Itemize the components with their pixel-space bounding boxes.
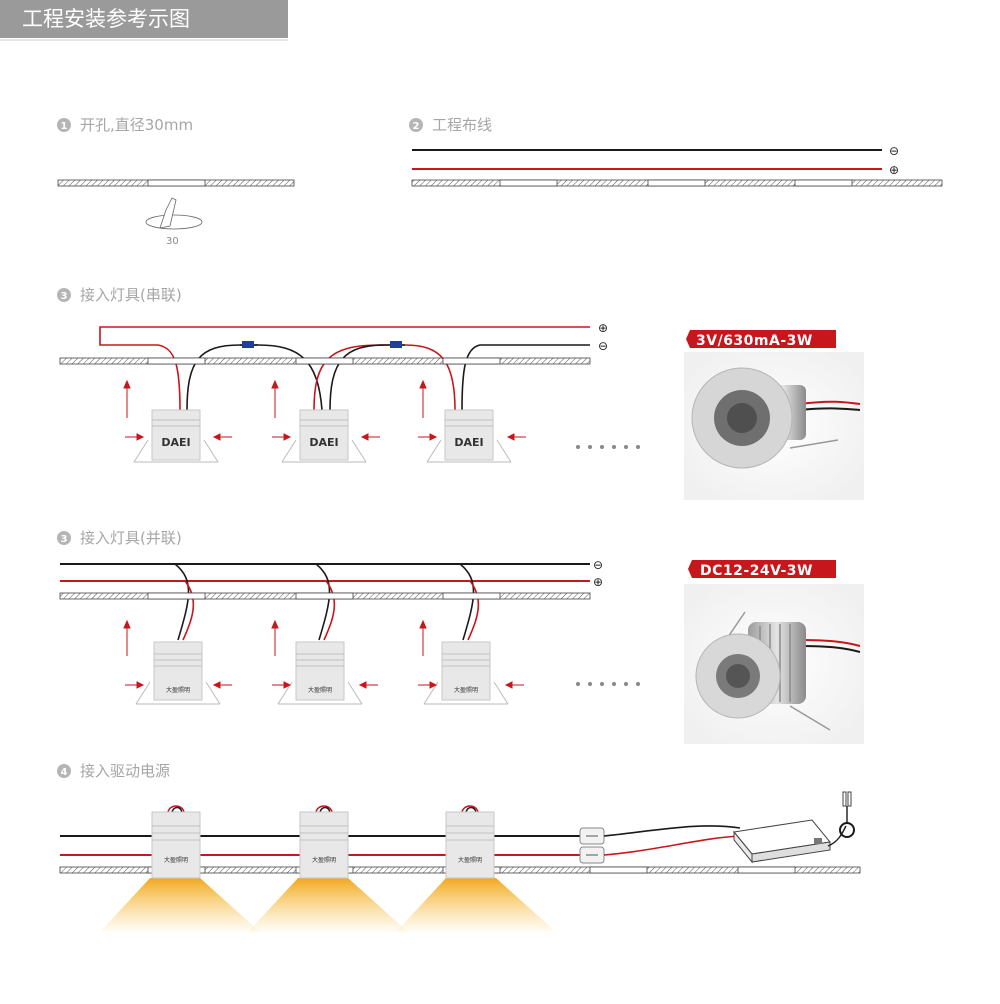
parallel-lamp-2: 大盈照明 — [277, 641, 363, 705]
series-lamp-3-brand: DAEI — [454, 436, 483, 449]
wire-connector-2 — [390, 341, 402, 348]
step-2-minus-sign: ⊖ — [889, 144, 899, 158]
ceiling-board-3a — [59, 357, 591, 365]
step-3b-number-badge — [57, 531, 71, 545]
series-lamp-2-brand: DAEI — [309, 436, 338, 449]
light-beam-1 — [100, 878, 260, 932]
hole-saw-icon — [145, 197, 203, 230]
series-lamp-2: DAEI — [281, 409, 367, 463]
driver-lamp-2-brand: 大盈照明 — [312, 856, 336, 864]
step-4-title: 接入驱动电源 — [80, 762, 170, 780]
spec-badge-series-text: 3V/630mA-3W — [696, 333, 813, 349]
led-driver — [733, 819, 831, 864]
series-wire-positive — [99, 326, 590, 411]
header-title: 工程安装参考示图 — [22, 7, 190, 31]
driver-output-wire-negative — [603, 825, 741, 837]
series-wire-link-2 — [313, 344, 456, 411]
step-2-title: 工程布线 — [432, 116, 492, 134]
spec-badge-series: 3V/630mA-3W — [686, 330, 836, 349]
step-3b-number: 3 — [61, 534, 68, 545]
ceiling-board-2 — [411, 179, 943, 187]
step-4-number-badge — [57, 764, 71, 778]
step-2-number: 2 — [413, 121, 420, 132]
hole-diameter-label: 30 — [166, 236, 179, 247]
product-photo-parallel — [684, 584, 864, 744]
parallel-minus-sign: ⊖ — [593, 558, 603, 572]
header: 工程安装参考示图 — [0, 0, 288, 41]
series-plus-sign: ⊕ — [598, 321, 608, 335]
step-1-number: 1 — [61, 121, 68, 132]
step-3a-number-badge — [57, 288, 71, 302]
parallel-lamp-2-brand: 大盈照明 — [308, 686, 332, 694]
step-1-number-badge — [57, 118, 71, 132]
series-wire-link-2b — [329, 344, 405, 411]
step-1-title: 开孔,直径30mm — [80, 116, 193, 134]
parallel-continue-dots — [576, 682, 640, 686]
series-continue-dots — [576, 445, 640, 449]
step-2-number-badge — [409, 118, 423, 132]
mains-plug — [842, 791, 852, 823]
parallel-lamp-3-brand: 大盈照明 — [454, 686, 478, 694]
step-3b-title: 接入灯具(并联) — [80, 529, 182, 547]
parallel-install-arrows — [123, 619, 524, 689]
series-minus-sign: ⊖ — [598, 339, 608, 353]
ceiling-board-3b — [59, 592, 591, 600]
parallel-lamp-1-brand: 大盈照明 — [166, 686, 190, 694]
series-lamp-1: DAEI — [133, 409, 219, 463]
parallel-plus-sign: ⊕ — [593, 575, 603, 589]
driver-input-wire — [827, 825, 847, 847]
product-photo-series — [684, 352, 864, 500]
step-2: 2 工程布线 ⊖ ⊕ — [409, 116, 943, 187]
step-2-plus-sign: ⊕ — [889, 163, 899, 177]
series-lamp-3: DAEI — [426, 409, 512, 463]
light-beam-3 — [396, 878, 556, 932]
ceiling-board-1 — [57, 179, 295, 187]
parallel-lamp-1: 大盈照明 — [135, 641, 221, 705]
driver-lamp-1-brand: 大盈照明 — [164, 856, 188, 864]
header-bar — [0, 0, 288, 38]
light-beam-2 — [248, 878, 408, 932]
series-lamp-1-brand: DAEI — [161, 436, 190, 449]
step-1: 1 开孔,直径30mm 30 — [57, 116, 295, 247]
spec-badge-parallel-text: DC12-24V-3W — [700, 563, 813, 579]
step-3-parallel: 3 接入灯具(并联) ⊖ ⊕ 大盈照明 — [57, 529, 864, 744]
parallel-lamp-3: 大盈照明 — [423, 641, 509, 705]
step-3a-title: 接入灯具(串联) — [80, 286, 182, 304]
step-3a-number: 3 — [61, 291, 68, 302]
series-wire-negative — [461, 344, 590, 411]
mains-plug-ring — [839, 822, 855, 838]
driver-lamp-3: 大盈照明 — [445, 805, 495, 879]
step-4-number: 4 — [61, 767, 68, 778]
series-wire-link-1a — [186, 344, 323, 411]
spec-badge-parallel: DC12-24V-3W — [688, 560, 836, 579]
wire-connector-1 — [242, 341, 254, 348]
driver-lamp-3-brand: 大盈照明 — [458, 856, 482, 864]
step-4: 4 接入驱动电源 大盈照明 — [57, 762, 861, 932]
parallel-drop-wires — [174, 563, 480, 641]
driver-lamp-2: 大盈照明 — [299, 805, 349, 879]
step-3-series: 3 接入灯具(串联) ⊕ ⊖ DAEI — [57, 286, 864, 500]
series-install-arrows — [123, 379, 526, 441]
driver-output-wire-positive — [603, 835, 741, 856]
terminal-connector — [579, 827, 605, 864]
driver-lamp-1: 大盈照明 — [151, 805, 201, 879]
